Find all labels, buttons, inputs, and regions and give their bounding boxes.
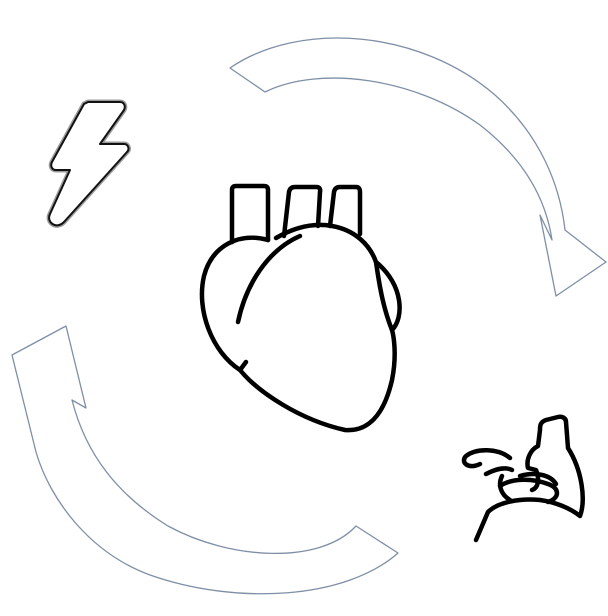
curved-arrow-bottom-left-icon bbox=[12, 326, 398, 594]
curved-arrow-top-right-icon bbox=[230, 38, 606, 296]
lightning-bolt-icon bbox=[49, 102, 128, 225]
heart-icon bbox=[202, 186, 400, 430]
flexed-arm-icon bbox=[464, 417, 583, 540]
